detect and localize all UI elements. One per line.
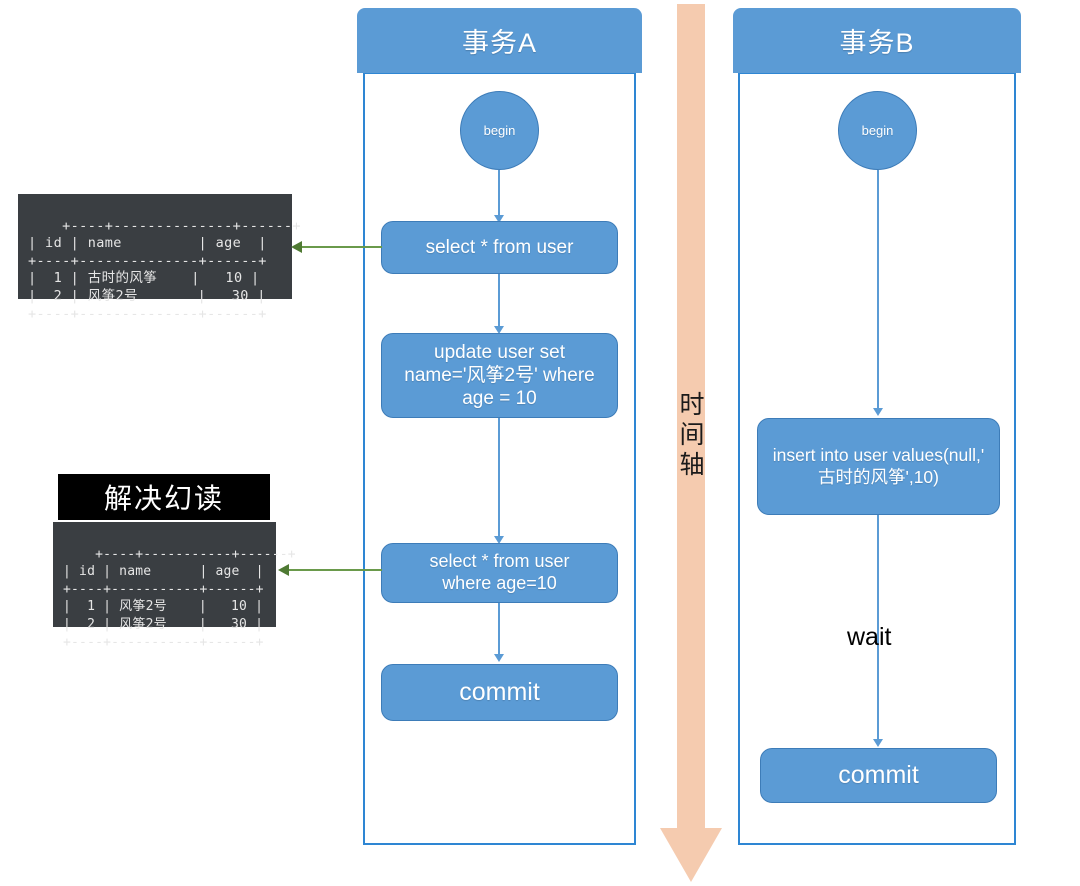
node-b-begin[interactable]: begin [838, 91, 917, 170]
result-table-2: +----+-----------+------+ | id | name | … [53, 522, 296, 650]
label-b-wait-text: wait [847, 623, 892, 651]
connector-a-update-to-select2 [498, 418, 500, 542]
connector-a-select1-to-update [498, 274, 500, 332]
time-axis-label: 时 间 轴 [679, 390, 705, 479]
result-table-2-text: +----+-----------+------+ | id | name | … [63, 546, 296, 650]
connector-a-arrowhead-1 [494, 215, 504, 223]
result-table-1-text: +----+--------------+------+ | id | name… [28, 217, 301, 322]
node-a-begin[interactable]: begin [460, 91, 539, 170]
green-arrow-1-head [291, 241, 302, 253]
connector-b-arrowhead-1 [873, 408, 883, 416]
node-a-update-label: update user set name='风筝2号' where age = … [404, 341, 595, 410]
lane-b-title: 事务B [839, 28, 915, 58]
node-b-commit[interactable]: commit [760, 748, 997, 803]
connector-b-arrowhead-2 [873, 739, 883, 747]
node-a-commit-label: commit [459, 678, 540, 707]
lane-header-transaction-a: 事务A [357, 8, 642, 73]
node-b-commit-label: commit [838, 761, 919, 790]
node-a-commit[interactable]: commit [381, 664, 618, 721]
lane-a-title: 事务A [461, 28, 537, 58]
lane-header-transaction-b: 事务B [733, 8, 1021, 73]
node-a-begin-label: begin [483, 122, 516, 138]
node-a-select-all-label: select * from user [425, 236, 574, 258]
node-a-select-age-label: select * from user where age=10 [429, 551, 570, 593]
connector-a-arrowhead-3 [494, 536, 504, 544]
green-arrow-2-line [287, 569, 382, 571]
connector-a-select2-to-commit [498, 603, 500, 660]
green-arrow-1-line [300, 246, 382, 248]
connector-b-begin-to-insert [877, 170, 879, 412]
node-a-update[interactable]: update user set name='风筝2号' where age = … [381, 333, 618, 418]
result-banner-solved-phantom-read: 解决幻读 [58, 474, 270, 520]
node-a-select-age[interactable]: select * from user where age=10 [381, 543, 618, 603]
green-arrow-2-head [278, 564, 289, 576]
connector-a-arrowhead-4 [494, 654, 504, 662]
time-axis-arrow [660, 4, 722, 882]
result-banner-text: 解决幻读 [103, 483, 224, 514]
label-b-wait: wait [847, 623, 891, 652]
connector-a-begin-to-select1 [498, 170, 500, 220]
connector-a-arrowhead-2 [494, 326, 504, 334]
connector-b-insert-to-commit [877, 515, 879, 745]
node-a-select-all[interactable]: select * from user [381, 221, 618, 274]
result-table-1: +----+--------------+------+ | id | name… [18, 194, 301, 322]
node-b-insert[interactable]: insert into user values(null,' 古时的风筝',10… [757, 418, 1000, 515]
node-b-insert-label: insert into user values(null,' 古时的风筝',10… [772, 445, 985, 487]
node-b-begin-label: begin [861, 122, 894, 138]
